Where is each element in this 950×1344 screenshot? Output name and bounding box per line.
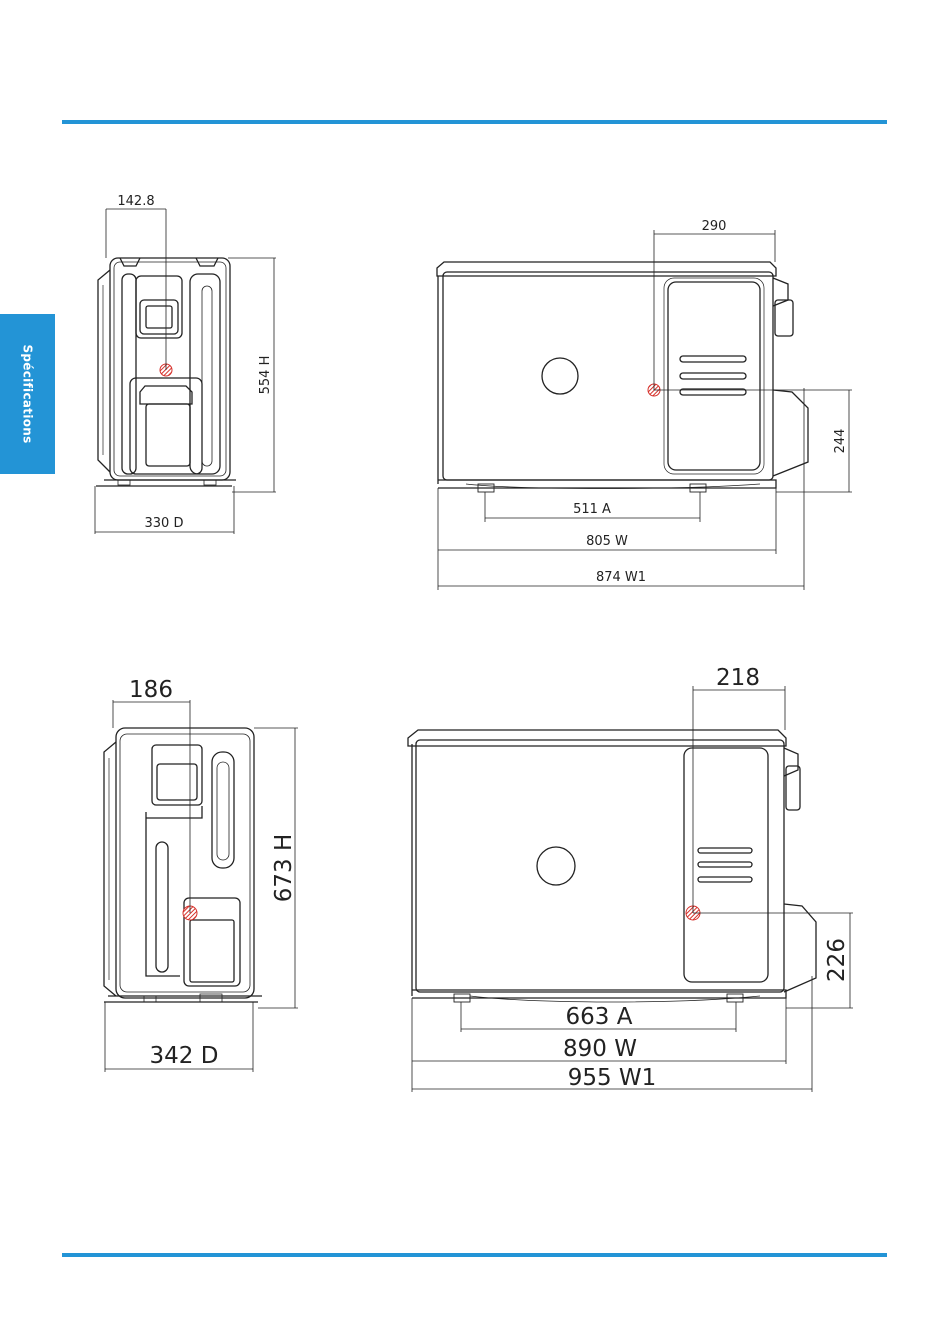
dim-mount-spacing: 511 A <box>573 502 611 517</box>
dim-right-offset: 290 <box>702 219 727 234</box>
dim-mount-height: 226 <box>824 938 850 982</box>
small-front-view <box>437 262 808 492</box>
dim-width: 805 W <box>586 534 628 549</box>
dim-depth: 342 D <box>150 1043 219 1069</box>
dim-top-offset: 142.8 <box>117 194 154 209</box>
dim-top-offset: 186 <box>129 677 173 703</box>
large-front-dimensions <box>412 686 853 1092</box>
dim-width: 890 W <box>563 1036 637 1062</box>
dim-right-offset: 218 <box>716 665 760 691</box>
dim-overall-width: 955 W1 <box>568 1065 657 1091</box>
dim-mount-spacing: 663 A <box>566 1004 633 1030</box>
dim-height: 554 H <box>258 356 273 395</box>
large-side-view <box>104 728 262 1002</box>
footer-rule <box>62 1253 887 1257</box>
large-front-view <box>408 730 816 1002</box>
dim-mount-height: 244 <box>833 429 848 454</box>
dim-depth: 330 D <box>145 516 184 531</box>
dim-height: 673 H <box>271 834 297 903</box>
small-front-dimensions <box>438 230 852 590</box>
dim-overall-width: 874 W1 <box>596 570 646 585</box>
